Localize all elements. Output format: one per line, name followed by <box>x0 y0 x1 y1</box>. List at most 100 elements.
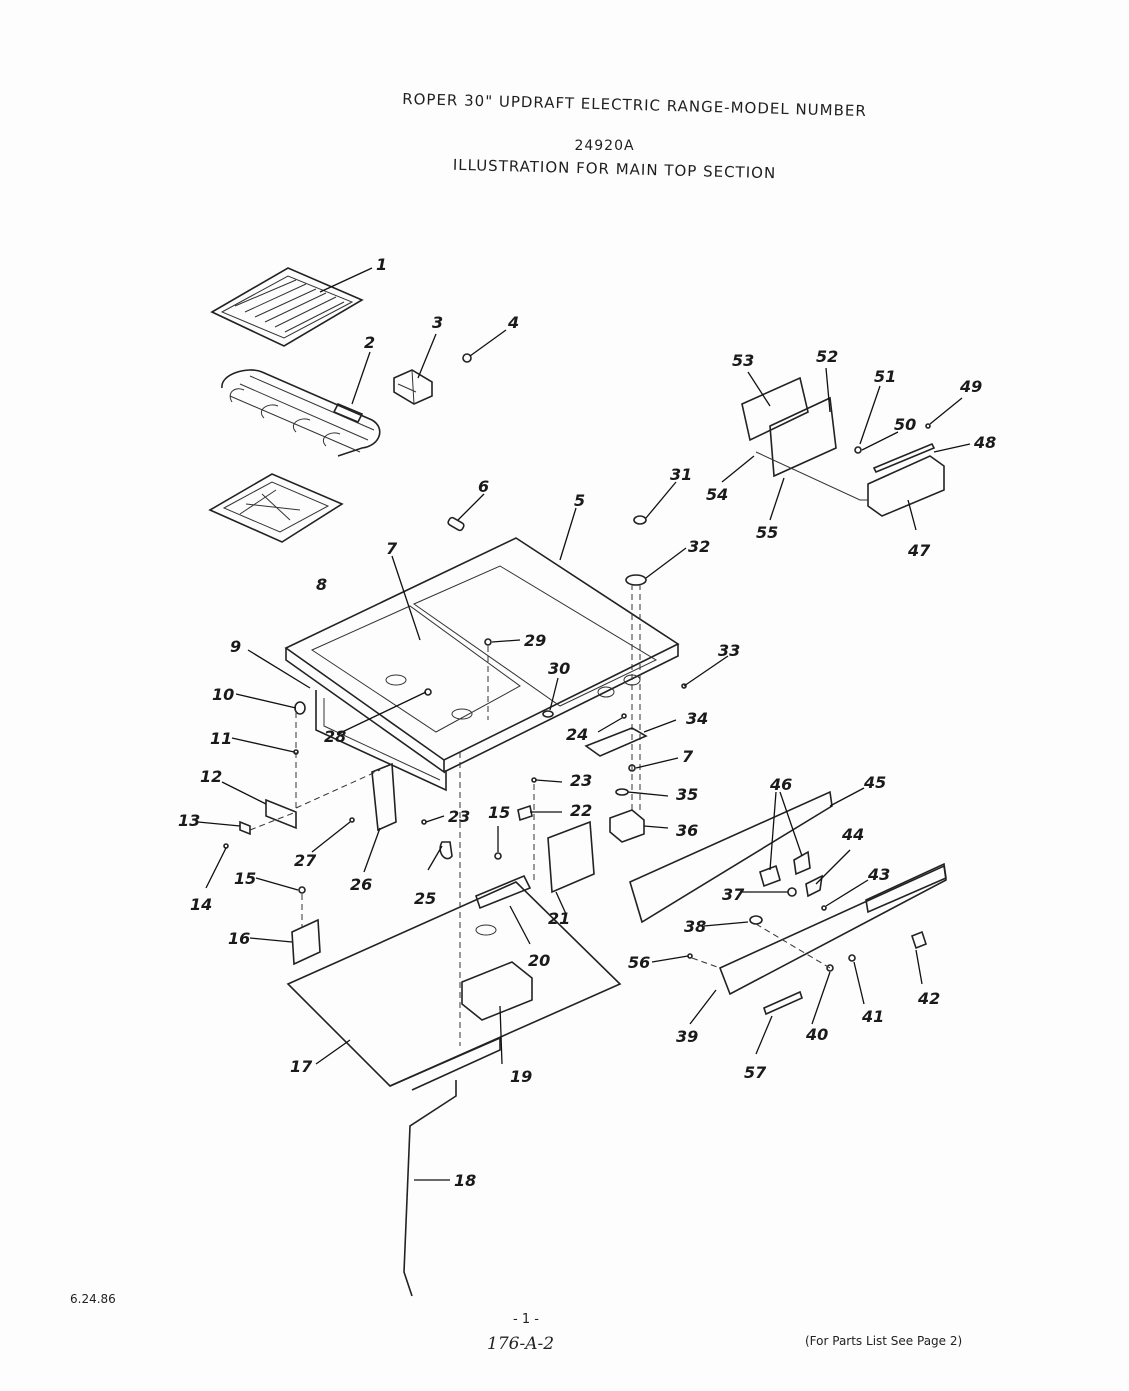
callout-39: 39 <box>676 1027 698 1046</box>
callout-16: 16 <box>228 929 250 948</box>
part-20-bracket <box>475 874 532 910</box>
callout-33: 33 <box>718 641 740 660</box>
part-1-grill-rack <box>210 267 364 347</box>
part-16-hinge <box>291 918 321 966</box>
part-18-rod <box>403 1080 457 1297</box>
callout-17: 17 <box>290 1057 313 1076</box>
part-24-screw <box>621 713 627 719</box>
callout-57: 57 <box>744 1063 767 1082</box>
part-2-heating-element <box>221 369 381 457</box>
part-14-screw <box>223 843 229 849</box>
callout-19: 19 <box>510 1067 532 1086</box>
part-25-spring <box>439 841 453 860</box>
callout-7-a: 7 <box>386 539 398 558</box>
callout-22: 22 <box>570 801 592 820</box>
callout-35: 35 <box>676 785 698 804</box>
part-22-clip <box>517 804 533 822</box>
part-19-duct <box>461 961 533 1021</box>
callout-37: 37 <box>722 885 745 904</box>
part-15-screw-a <box>494 852 502 860</box>
callout-7-b: 7 <box>682 747 694 766</box>
callout-24: 24 <box>566 725 588 744</box>
page-number: - 1 - <box>513 1312 539 1327</box>
part-48-trim <box>872 442 936 474</box>
callout-21: 21 <box>548 909 570 928</box>
part-53-clock-face <box>741 376 809 442</box>
part-49-screw <box>925 423 931 429</box>
callout-13: 13 <box>178 811 200 830</box>
part-57-nameplate <box>763 990 803 1016</box>
part-41-screw <box>848 954 856 962</box>
callout-47: 47 <box>907 541 931 560</box>
part-23-screw-a <box>531 777 537 783</box>
callout-49: 49 <box>959 377 982 396</box>
part-35-washer <box>615 788 629 796</box>
callout-53: 53 <box>732 351 754 370</box>
part-42-bushing <box>911 930 927 950</box>
callout-11: 11 <box>210 729 232 748</box>
part-5-main-top <box>284 537 680 774</box>
part-52-clock-housing <box>769 396 837 478</box>
callout-44: 44 <box>841 825 864 844</box>
part-3-terminal-block <box>393 369 433 405</box>
callout-9: 9 <box>230 637 241 656</box>
part-27-screw <box>349 817 355 823</box>
callout-30: 30 <box>548 659 570 678</box>
callout-23-b: 23 <box>448 807 470 826</box>
callout-34: 34 <box>686 709 708 728</box>
part-55-wire <box>755 451 868 501</box>
callout-41: 41 <box>861 1007 884 1026</box>
part-29-screw <box>484 638 492 646</box>
callout-18: 18 <box>454 1171 476 1190</box>
handwritten-reference: 176-A-2 <box>487 1334 555 1354</box>
callout-36: 36 <box>676 821 698 840</box>
part-30-grommet <box>542 710 554 718</box>
part-4-screw <box>462 353 472 363</box>
callout-27: 27 <box>294 851 317 870</box>
callout-55: 55 <box>756 523 778 542</box>
callout-48: 48 <box>973 433 996 452</box>
part-56-screw <box>687 953 693 959</box>
part-38-knob <box>749 915 763 925</box>
callout-4: 4 <box>507 313 519 332</box>
callout-31: 31 <box>670 465 692 484</box>
callout-51: 51 <box>874 367 896 386</box>
part-44-clip <box>805 874 824 898</box>
callout-2: 2 <box>364 333 375 352</box>
callout-46: 46 <box>769 775 792 794</box>
part-7-screw <box>628 764 636 772</box>
callout-32: 32 <box>688 537 710 556</box>
callout-23-a: 23 <box>570 771 592 790</box>
callout-15-a: 15 <box>488 803 510 822</box>
callout-28: 28 <box>324 727 346 746</box>
part-46-switch-b <box>793 850 811 876</box>
part-31-knob <box>633 515 647 525</box>
print-date: 6.24.86 <box>70 1292 116 1306</box>
part-34-bracket <box>584 727 648 757</box>
callout-40: 40 <box>805 1025 828 1044</box>
callout-54: 54 <box>706 485 728 504</box>
callout-12: 12 <box>200 767 222 786</box>
part-45-control-panel-rail <box>629 790 833 924</box>
callout-52: 52 <box>816 347 838 366</box>
part-17-bottom-panel <box>286 881 622 1087</box>
callout-15-b: 15 <box>234 869 256 888</box>
diagram-title-model-number: 24920A <box>574 138 635 154</box>
part-43-screw <box>821 905 827 911</box>
callout-43: 43 <box>867 865 890 884</box>
part-15-screw-b <box>298 886 306 894</box>
part-33-screw <box>681 683 687 689</box>
callout-14: 14 <box>190 895 212 914</box>
part-36-switch <box>609 809 645 843</box>
callout-38: 38 <box>684 917 706 936</box>
part-23-screw-b <box>421 819 427 825</box>
callout-3: 3 <box>432 313 443 332</box>
part-8-drip-pan <box>208 473 344 543</box>
callout-29: 29 <box>524 631 546 650</box>
part-9-trim <box>315 690 447 792</box>
part-21-shield <box>547 820 595 894</box>
callout-42: 42 <box>917 989 940 1008</box>
callout-25: 25 <box>414 889 436 908</box>
